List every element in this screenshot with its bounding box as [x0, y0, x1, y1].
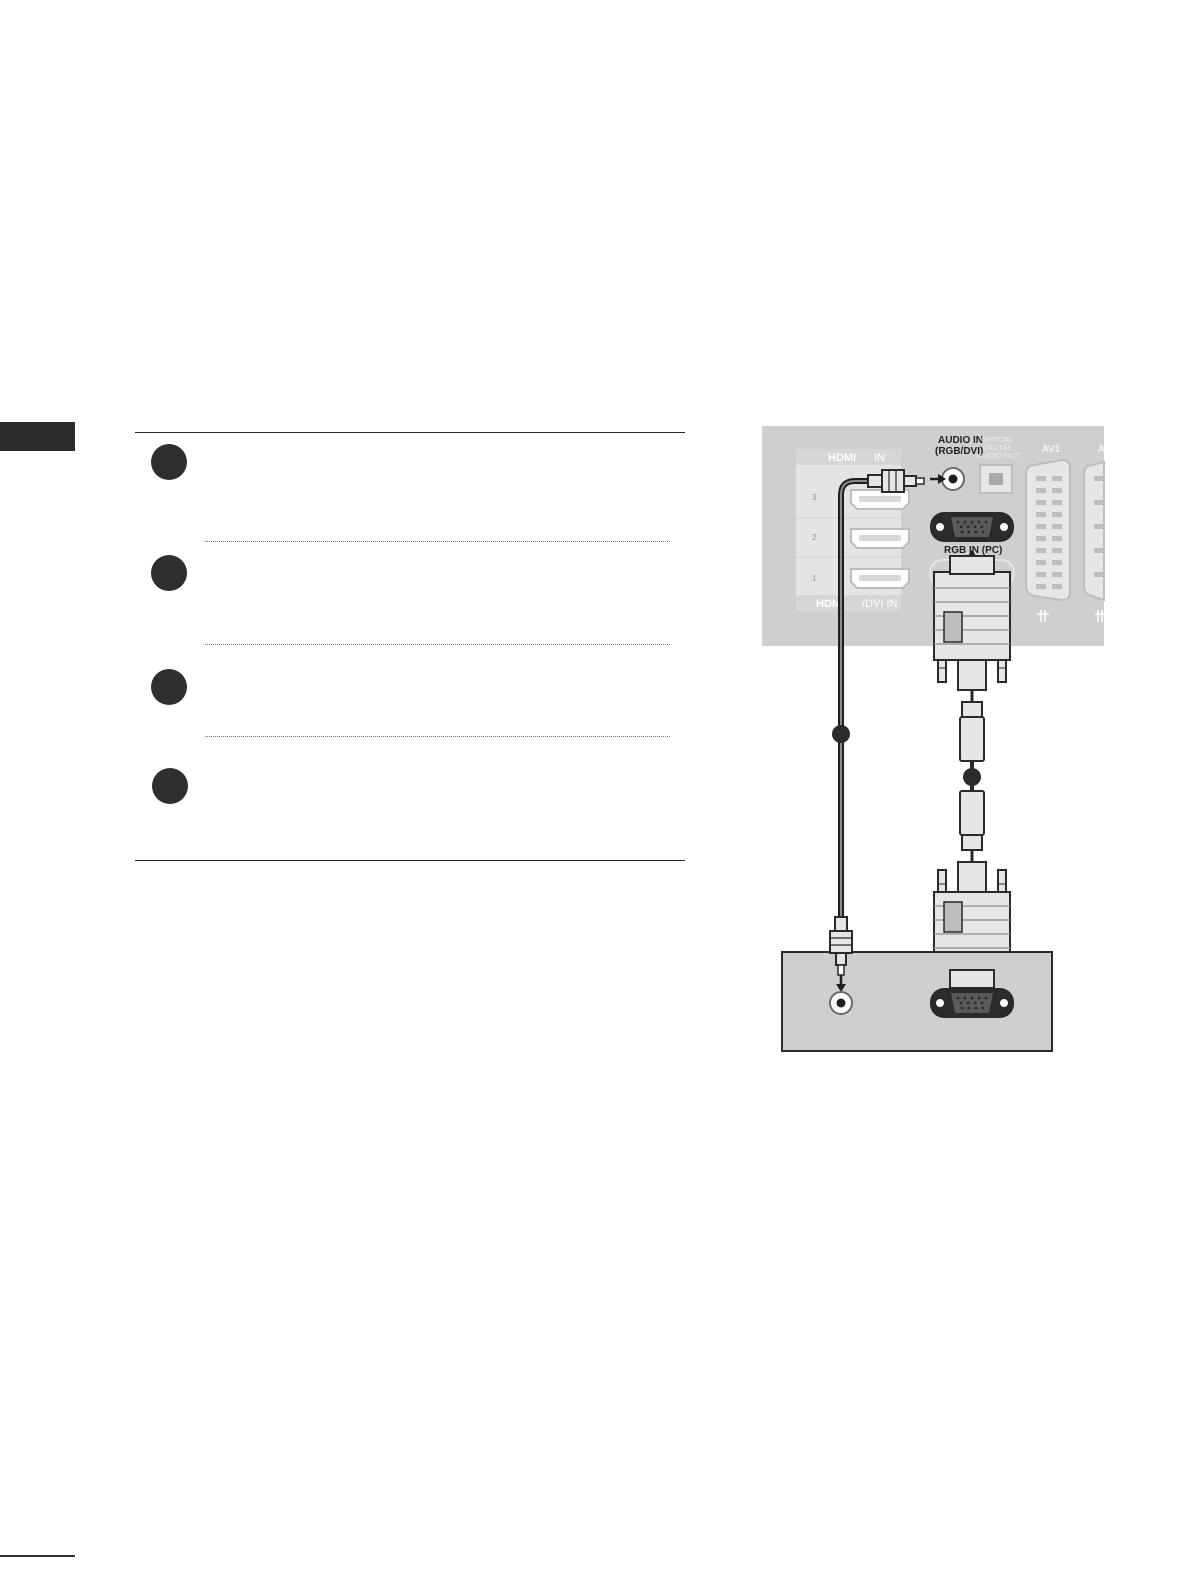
rgb-in-label: RGB IN (PC) — [944, 545, 1002, 556]
step-2-badge — [151, 555, 187, 591]
step-divider — [205, 541, 670, 542]
hdmi-port-number: 1 — [812, 574, 817, 583]
hdmi-port-3 — [850, 489, 910, 510]
section-tab — [0, 422, 75, 451]
svg-text:AUDIO OUT: AUDIO OUT — [978, 451, 1020, 460]
optical-label: OPTICAL — [981, 435, 1013, 444]
hdmi-port-number: 2 — [812, 533, 817, 542]
hdmi-in-logo: HDMI — [828, 452, 856, 464]
antenna-icon — [1037, 610, 1049, 622]
steps-top-rule — [135, 432, 685, 433]
cable-marker — [832, 725, 850, 743]
step-divider — [205, 644, 670, 645]
av2-scart-port — [1083, 460, 1105, 602]
vga-cable — [959, 690, 985, 862]
audio-in-label: AUDIO IN — [938, 435, 983, 446]
audio-in-sublabel: (RGB/DVI) — [935, 446, 983, 457]
hdmi-in-suffix: IN — [874, 452, 885, 464]
step-divider — [205, 736, 670, 737]
av1-scart-port — [1025, 458, 1071, 602]
step-1-badge — [151, 444, 187, 480]
hdmi-port-1 — [850, 568, 910, 589]
steps-bottom-rule — [135, 860, 685, 861]
cable-marker — [963, 768, 981, 786]
hdmi-dvi-logo: HDMI — [816, 598, 844, 610]
step-4-badge — [152, 768, 188, 804]
audio-cable — [829, 469, 925, 992]
hdmi-dvi-suffix: /DVI IN — [862, 598, 898, 610]
step-3-badge — [151, 669, 187, 705]
av2-label: AV — [1098, 444, 1111, 455]
av1-scart-pins — [1036, 476, 1062, 589]
av1-label: AV1 — [1042, 444, 1061, 455]
hdmi-port-number: 3 — [812, 493, 817, 502]
hdmi-port-2 — [850, 528, 910, 549]
vga-plug-top — [933, 555, 1011, 691]
footer-rule — [0, 1555, 75, 1557]
svg-text:DIGITAL: DIGITAL — [983, 443, 1012, 452]
